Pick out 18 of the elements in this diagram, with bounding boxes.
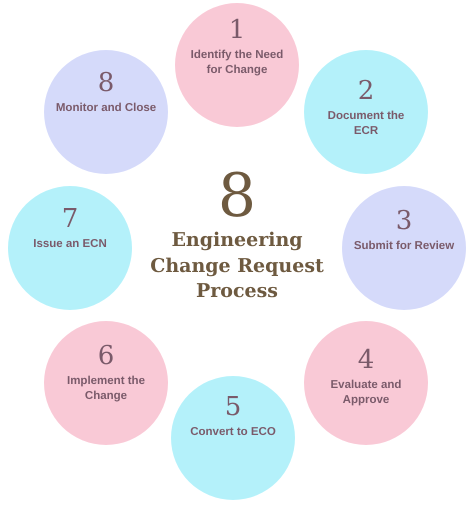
step-number: 8	[98, 70, 114, 98]
step-label: Monitor and Close	[56, 101, 156, 116]
step-label: Submit for Review	[354, 239, 454, 254]
step-number: 7	[62, 206, 78, 234]
step-label: Issue an ECN	[33, 237, 107, 252]
step-number: 2	[358, 78, 374, 106]
step-count: 8	[216, 166, 258, 226]
step-number: 4	[358, 347, 374, 374]
step-label: Document the ECR	[326, 109, 406, 140]
step-number: 1	[228, 17, 246, 44]
step-label: Convert to ECO	[190, 425, 276, 440]
step-number: 3	[396, 208, 412, 236]
step-number: 6	[98, 343, 114, 370]
step-label: Evaluate and Approve	[330, 378, 402, 408]
step-label: Identify the Need for Change	[190, 48, 284, 78]
step-label: Implement the Change	[66, 374, 146, 404]
title: Engineering Change Request Process	[149, 228, 325, 304]
step-number: 5	[224, 394, 242, 422]
